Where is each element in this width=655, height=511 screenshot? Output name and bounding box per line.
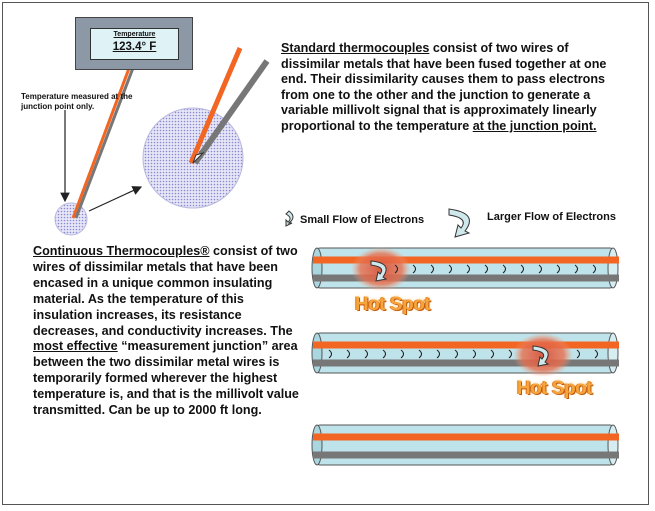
temperature-value: 123.4° F <box>112 41 157 53</box>
hot-spot-label-2: Hot Spot <box>517 378 593 399</box>
diagram-frame: Temperature 123.4° F Temperature measure… <box>2 2 649 505</box>
hot-spot-label-1: Hot Spot <box>355 294 431 315</box>
continuous-body-1: consist of two wires of dissimilar metal… <box>33 244 298 338</box>
continuous-cable-2 <box>311 332 619 377</box>
standard-tail: at the junction point. <box>472 118 597 133</box>
magnify-arrow <box>88 186 143 212</box>
larger-flow-label: Larger Flow of Electrons <box>487 211 616 223</box>
standard-thermocouple-description: Standard thermocouples consist of two wi… <box>281 41 626 135</box>
magnified-gray-wire <box>192 59 270 165</box>
continuous-cable-3 <box>311 424 619 466</box>
standard-term: Standard thermocouples <box>281 41 430 55</box>
continuous-body-2: “measurement junction” area between the … <box>33 339 299 418</box>
large-curved-arrow-icon <box>448 208 471 238</box>
junction-arrow-icon <box>192 151 205 164</box>
small-curved-arrow-icon <box>285 210 294 227</box>
temperature-screen: Temperature 123.4° F <box>90 28 179 60</box>
large-flow-arrow-2 <box>532 345 550 367</box>
junction-note: Temperature measured at the junction poi… <box>21 92 133 111</box>
small-flow-label: Small Flow of Electrons <box>300 214 425 226</box>
temperature-label: Temperature <box>113 31 156 38</box>
diagram-canvas <box>54 38 619 466</box>
continuous-term: Continuous Thermocouples® <box>33 244 210 258</box>
standard-body: consist of two wires of dissimilar metal… <box>281 41 607 133</box>
small-junction-circle <box>54 202 88 236</box>
flow-arrows-1 <box>394 264 597 274</box>
continuous-emphasis: most effective <box>33 339 118 354</box>
continuous-thermocouple-description: Continuous Thermocouples® consist of two… <box>33 244 303 419</box>
continuous-cable-1 <box>311 247 619 291</box>
hot-spot-glow-2 <box>513 333 573 377</box>
temperature-display: Temperature 123.4° F <box>75 17 193 70</box>
flow-arrows-2 <box>328 349 599 359</box>
large-flow-arrow-1 <box>370 260 388 282</box>
magnified-orange-wire <box>188 47 243 164</box>
